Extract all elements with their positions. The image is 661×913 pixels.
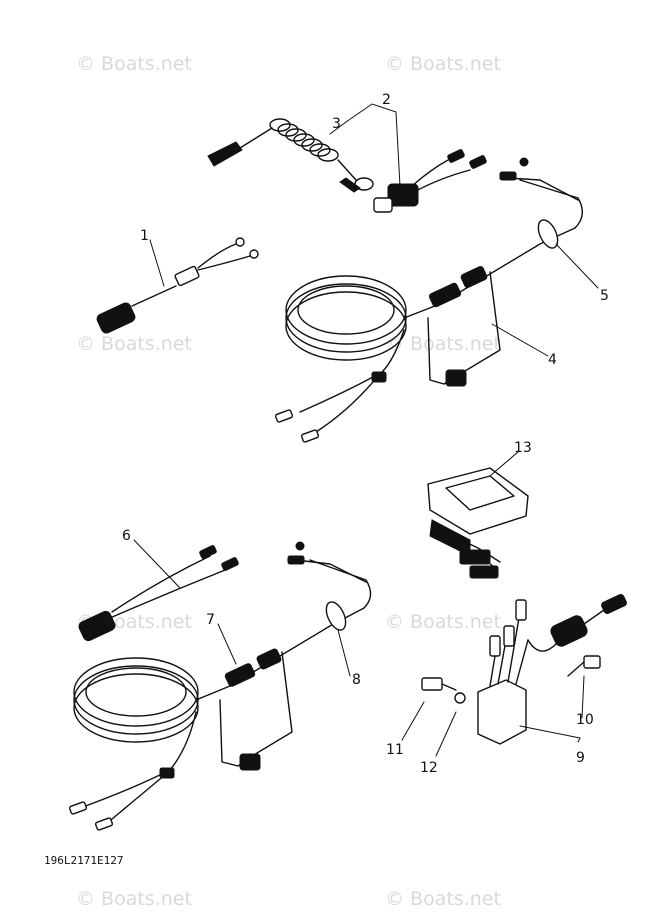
part-cdi-unit — [427, 467, 529, 579]
watermark: © Boats.net — [385, 333, 501, 355]
callout-10: 10 — [576, 712, 594, 728]
leader-lines — [133, 103, 599, 757]
callout-6: 6 — [122, 528, 131, 544]
watermark: © Boats.net — [76, 333, 192, 355]
callout-numbers: 2 3 1 5 4 13 6 7 8 10 9 11 12 — [122, 92, 609, 776]
callout-11: 11 — [386, 742, 404, 758]
watermark: © Boats.net — [385, 53, 501, 75]
callout-4: 4 — [548, 352, 557, 368]
callout-13: 13 — [514, 440, 532, 456]
callout-5: 5 — [600, 288, 609, 304]
callout-8: 8 — [352, 672, 361, 688]
callout-12: 12 — [420, 760, 438, 776]
part-harness-plug — [78, 545, 239, 642]
callout-9: 9 — [576, 750, 585, 766]
watermark: © Boats.net — [76, 53, 192, 75]
watermark: © Boats.net — [385, 611, 501, 633]
part-kill-switch-lanyard — [207, 118, 487, 213]
callout-2: 2 — [382, 92, 391, 108]
part-short-harness — [96, 237, 259, 334]
part-main-harness-upper — [274, 157, 583, 443]
part-rectifier — [421, 593, 627, 745]
callout-7: 7 — [206, 612, 215, 628]
callout-1: 1 — [140, 228, 149, 244]
watermark: © Boats.net — [76, 888, 192, 910]
part-main-harness-lower — [68, 541, 372, 831]
diagram-code: 196L2171E127 — [44, 854, 123, 867]
callout-3: 3 — [332, 116, 341, 132]
watermarks: © Boats.net © Boats.net © Boats.net © Bo… — [76, 53, 501, 910]
watermark: © Boats.net — [385, 888, 501, 910]
